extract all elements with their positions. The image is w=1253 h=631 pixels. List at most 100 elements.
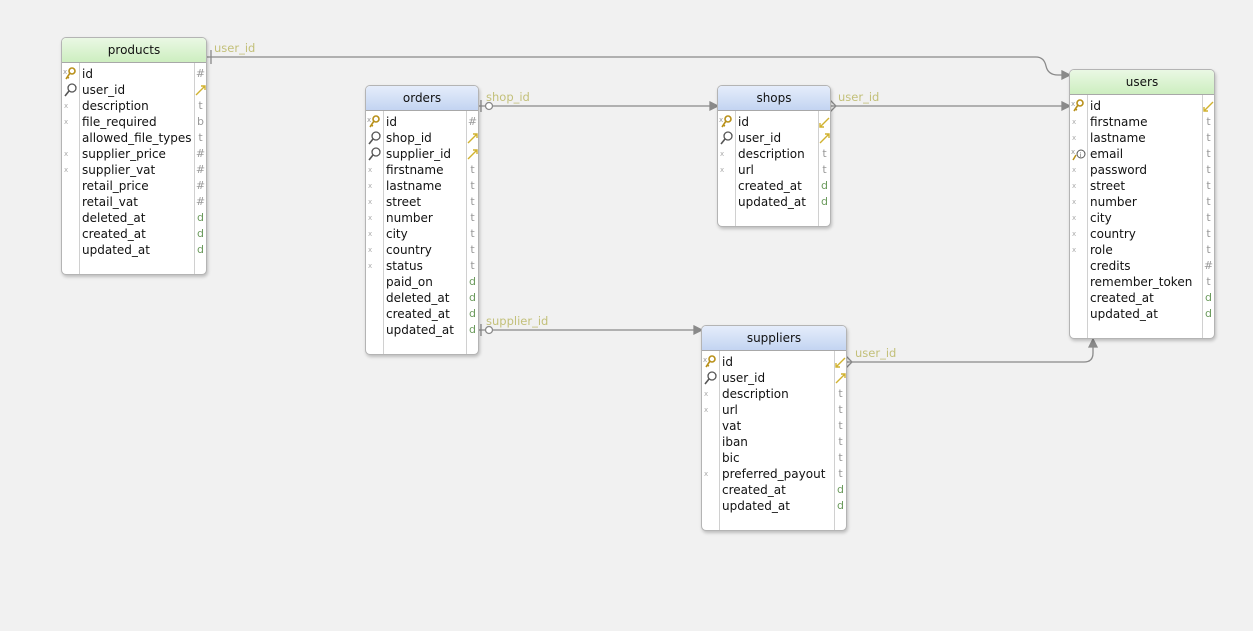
field-type: t	[470, 227, 475, 240]
blank-icon	[703, 434, 719, 450]
index-icon	[367, 146, 383, 162]
field-name: updated_at	[386, 323, 454, 337]
svg-text:x: x	[367, 116, 371, 124]
field-name: supplier_id	[386, 147, 452, 161]
orders-field-supplier_id[interactable]: supplier_id	[366, 146, 478, 162]
users-field-credits[interactable]: credits#	[1070, 258, 1214, 274]
blank-icon	[367, 274, 383, 290]
products-field-retail_vat[interactable]: retail_vat#	[62, 194, 206, 210]
field-type: d	[821, 195, 828, 208]
not-null-icon: x	[63, 162, 79, 178]
field-type: t	[1206, 163, 1211, 176]
blank-icon	[63, 210, 79, 226]
svg-text:x: x	[368, 214, 372, 222]
suppliers-table-title[interactable]: suppliers	[702, 326, 846, 351]
not-null-icon: x	[1071, 178, 1087, 194]
field-type: t	[1206, 195, 1211, 208]
relation-label-orders-suppliers: supplier_id	[486, 314, 549, 328]
products-field-user_id[interactable]: user_id	[62, 82, 206, 98]
field-type: d	[469, 275, 476, 288]
field-name: firstname	[386, 163, 444, 177]
blank-icon	[367, 306, 383, 322]
field-name: remember_token	[1090, 275, 1193, 289]
orders-table-title[interactable]: orders	[366, 86, 478, 111]
products-table-title[interactable]: products	[62, 38, 206, 63]
products-field-retail_price[interactable]: retail_price#	[62, 178, 206, 194]
svg-text:x: x	[704, 390, 708, 398]
svg-text:x: x	[368, 246, 372, 254]
suppliers-field-user_id[interactable]: user_id	[702, 370, 846, 386]
field-name: id	[82, 67, 93, 81]
users-table-title[interactable]: users	[1070, 70, 1214, 95]
orders-field-shop_id[interactable]: shop_id	[366, 130, 478, 146]
shops-table-title[interactable]: shops	[718, 86, 830, 111]
field-type: t	[1206, 131, 1211, 144]
svg-text:x: x	[1072, 182, 1076, 190]
relation-suppliers-users	[846, 339, 1094, 363]
not-null-icon: x	[1071, 130, 1087, 146]
blank-icon	[63, 194, 79, 210]
field-type: t	[822, 163, 827, 176]
shops-field-user_id[interactable]: user_id	[718, 130, 830, 146]
field-name: supplier_price	[82, 147, 166, 161]
blank-icon	[63, 226, 79, 242]
field-name: role	[1090, 243, 1113, 257]
field-type: t	[838, 403, 843, 416]
primary-key-icon: x	[1071, 98, 1087, 114]
field-name: retail_vat	[82, 195, 138, 209]
